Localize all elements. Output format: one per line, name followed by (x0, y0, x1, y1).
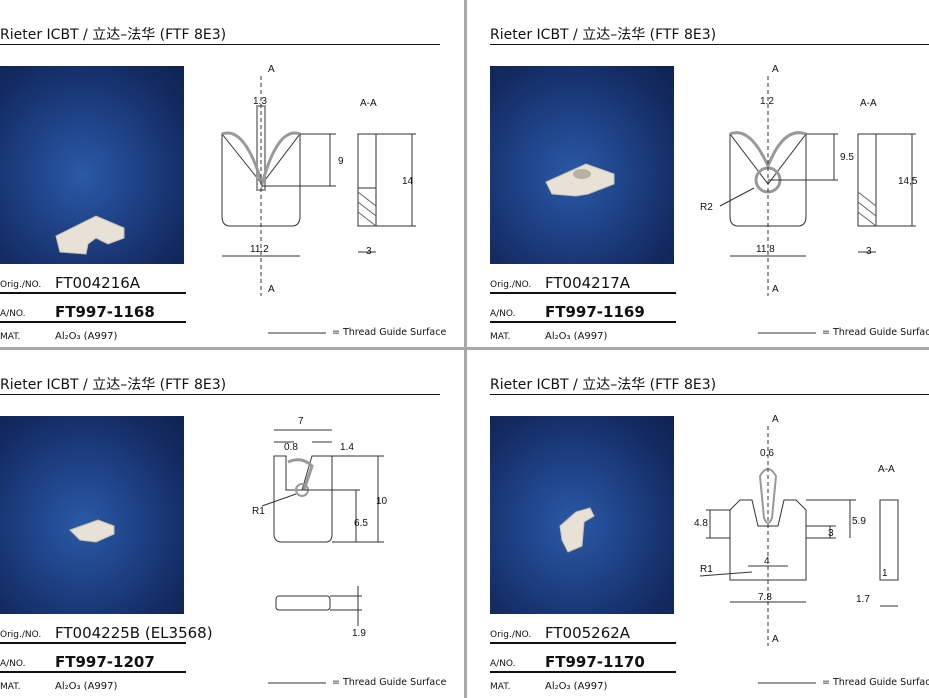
material-row: MAT. Al₂O₃ (A997) (0, 681, 118, 692)
a-no-row: A/NO. FT997-1168 (0, 297, 186, 323)
dim-radius: R2 (700, 202, 713, 213)
dim-h2: 3 (828, 528, 834, 539)
svg-text:A: A (772, 284, 779, 295)
panel-title: Rieter ICBT / 立达–法华 (FTF 8E3) (490, 27, 717, 43)
panel-title: Rieter ICBT / 立达–法华 (FTF 8E3) (0, 377, 227, 393)
svg-text:A: A (772, 64, 779, 75)
svg-text:A: A (772, 634, 779, 645)
product-photo (490, 66, 674, 264)
orig-no-value: FT004217A (545, 274, 631, 292)
a-no-row: A/NO. FT997-1170 (490, 647, 676, 673)
dim-d1: 1 (882, 568, 888, 579)
svg-text:A: A (268, 284, 275, 295)
technical-drawing: A A 1.2 R2 11.8 9.5 14,5 3 A-A (690, 56, 929, 296)
product-photo (0, 416, 184, 614)
svg-text:A: A (772, 414, 779, 425)
title-rule (490, 394, 929, 395)
dim-top: 7 (298, 416, 304, 427)
panel-title: Rieter ICBT / 立达–法华 (FTF 8E3) (490, 377, 717, 393)
horizontal-divider (0, 347, 929, 350)
material-value: Al₂O₃ (A997) (545, 331, 608, 342)
material-value: Al₂O₃ (A997) (55, 331, 118, 342)
dim-thickness: 3 (366, 246, 372, 257)
legend: = Thread Guide Surface (758, 327, 929, 338)
dim-thickness: 3 (866, 246, 872, 257)
product-panel-2: Rieter ICBT / 立达–法华 (FTF 8E3) A A 1.2 R2… (490, 0, 929, 347)
dim-height: 14 (402, 176, 414, 187)
dim-b: 1.4 (340, 442, 354, 453)
dim-radius: R1 (252, 506, 265, 517)
dim-b2: 7.8 (758, 592, 772, 603)
a-no-row: A/NO. FT997-1169 (490, 297, 676, 323)
dim-width: 0.6 (760, 448, 774, 459)
legend: = Thread Guide Surface (268, 677, 446, 688)
section-marker: A (268, 64, 275, 75)
dim-height: 14,5 (898, 176, 918, 187)
dim-width: 1.2 (760, 96, 774, 107)
a-no-row: A/NO. FT997-1207 (0, 647, 186, 673)
orig-no-row: Orig./NO. FT004216A (0, 268, 186, 294)
panel-title: Rieter ICBT / 立达–法华 (FTF 8E3) (0, 27, 227, 43)
product-panel-4: Rieter ICBT / 立达–法华 (FTF 8E3) A A 0.6 4.… (490, 350, 929, 697)
orig-no-value: FT005262A (545, 624, 631, 642)
orig-no-value: FT004225B (EL3568) (55, 624, 213, 642)
dim-d2: 1.7 (856, 594, 870, 605)
title-rule (490, 44, 929, 45)
dim-radius: R1 (700, 564, 713, 575)
dim-depth: 9 (338, 156, 344, 167)
section-label: A-A (878, 464, 895, 475)
dim-h1: 4.8 (694, 518, 708, 529)
a-no-value: FT997-1170 (545, 653, 645, 671)
orig-no-row: Orig./NO. FT005262A (490, 618, 676, 644)
technical-drawing: A A 0.6 4.8 3 5.9 R1 4 7.8 1 1.7 A-A (690, 406, 929, 646)
legend: = Thread Guide Surface (268, 327, 446, 338)
technical-drawing: 7 0.8 1.4 R1 10 6.5 1.9 (200, 406, 440, 646)
dim-h3: 5.9 (852, 516, 866, 527)
dim-width: 1.3 (253, 96, 267, 107)
product-photo (0, 66, 184, 264)
dim-depth: 6.5 (354, 518, 368, 529)
product-panel-3: Rieter ICBT / 立达–法华 (FTF 8E3) 7 0.8 1.4 … (0, 350, 464, 697)
dim-depth: 9.5 (840, 152, 854, 163)
material-value: Al₂O₃ (A997) (545, 681, 608, 692)
dim-b1: 4 (764, 556, 770, 567)
orig-no-row: Orig./NO. FT004217A (490, 268, 676, 294)
a-no-value: FT997-1168 (55, 303, 155, 321)
material-value: Al₂O₃ (A997) (55, 681, 118, 692)
section-label: A-A (360, 98, 377, 109)
material-row: MAT. Al₂O₃ (A997) (490, 681, 608, 692)
dim-a: 0.8 (284, 442, 298, 453)
product-panel-1: Rieter ICBT / 立达–法华 (FTF 8E3) A A 1.3 11… (0, 0, 464, 347)
ceramic-part-image (55, 215, 125, 255)
orig-no-row: Orig./NO. FT004225B (EL3568) (0, 624, 213, 644)
dim-base: 11.8 (756, 244, 775, 255)
material-row: MAT. Al₂O₃ (A997) (490, 331, 608, 342)
title-rule (0, 394, 440, 395)
dim-height: 10 (376, 496, 388, 507)
technical-drawing: A A 1.3 11.2 9 14 3 A-A (200, 56, 440, 296)
section-label: A-A (860, 98, 877, 109)
orig-no-value: FT004216A (55, 274, 141, 292)
dim-thickness: 1.9 (352, 628, 366, 639)
title-rule (0, 44, 440, 45)
material-row: MAT. Al₂O₃ (A997) (0, 331, 118, 342)
product-photo (490, 416, 674, 614)
a-no-value: FT997-1169 (545, 303, 645, 321)
dim-slot: 11.2 (250, 244, 269, 255)
a-no-value: FT997-1207 (55, 653, 155, 671)
legend: = Thread Guide Surface (758, 677, 929, 688)
